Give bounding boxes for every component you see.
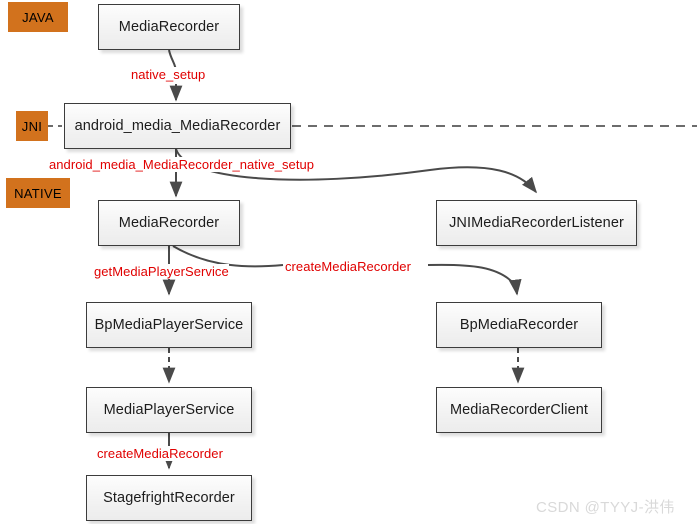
edge-label-create-mediarecorder-native: createMediaRecorder (285, 259, 411, 274)
edge-label-get-mediaplayerservice: getMediaPlayerService (94, 264, 229, 279)
zone-label-java-text: JAVA (22, 9, 54, 25)
edge-mediarecorder-to-bpmediarecorder-2 (427, 263, 522, 296)
node-bpmediarecorder[interactable]: BpMediaRecorder (436, 302, 602, 348)
node-stagefrightrecorder[interactable]: StagefrightRecorder (86, 475, 252, 521)
edge-label-create-mediarecorder-service: createMediaRecorder (97, 446, 223, 461)
zone-label-native-text: NATIVE (14, 185, 62, 201)
edge-label-native-setup: native_setup (131, 67, 206, 82)
node-stagefrightrecorder-label: StagefrightRecorder (103, 490, 235, 506)
node-bpmediaplayerservice-label: BpMediaPlayerService (94, 317, 244, 333)
zone-label-jni-text: JNI (21, 118, 43, 134)
edge-label-jni-native-setup: android_media_MediaRecorder_native_setup (49, 157, 315, 172)
node-mediaplayerservice[interactable]: MediaPlayerService (86, 387, 252, 433)
node-bpmediaplayerservice[interactable]: BpMediaPlayerService (86, 302, 252, 348)
node-native-mediarecorder-label: MediaRecorder (118, 215, 220, 231)
node-mediaplayerservice-label: MediaPlayerService (103, 402, 235, 418)
zone-label-jni: JNI (16, 111, 48, 141)
node-jni-mediarecorder-listener-label: JNIMediaRecorderListener (449, 215, 624, 231)
node-native-mediarecorder[interactable]: MediaRecorder (98, 200, 240, 246)
zone-label-native: NATIVE (6, 178, 70, 208)
node-mediarecorderclient-label: MediaRecorderClient (449, 402, 589, 418)
watermark: CSDN @TYYJ-洪伟 (536, 499, 675, 516)
node-jni-mediarecorder-label: android_media_MediaRecorder (74, 118, 281, 134)
node-java-mediarecorder-label: MediaRecorder (118, 19, 220, 35)
zone-label-java: JAVA (8, 2, 68, 32)
node-jni-mediarecorder[interactable]: android_media_MediaRecorder (64, 103, 291, 149)
node-mediarecorderclient[interactable]: MediaRecorderClient (436, 387, 602, 433)
node-bpmediarecorder-label: BpMediaRecorder (459, 317, 579, 333)
node-java-mediarecorder[interactable]: MediaRecorder (98, 4, 240, 50)
node-jni-mediarecorder-listener[interactable]: JNIMediaRecorderListener (436, 200, 637, 246)
